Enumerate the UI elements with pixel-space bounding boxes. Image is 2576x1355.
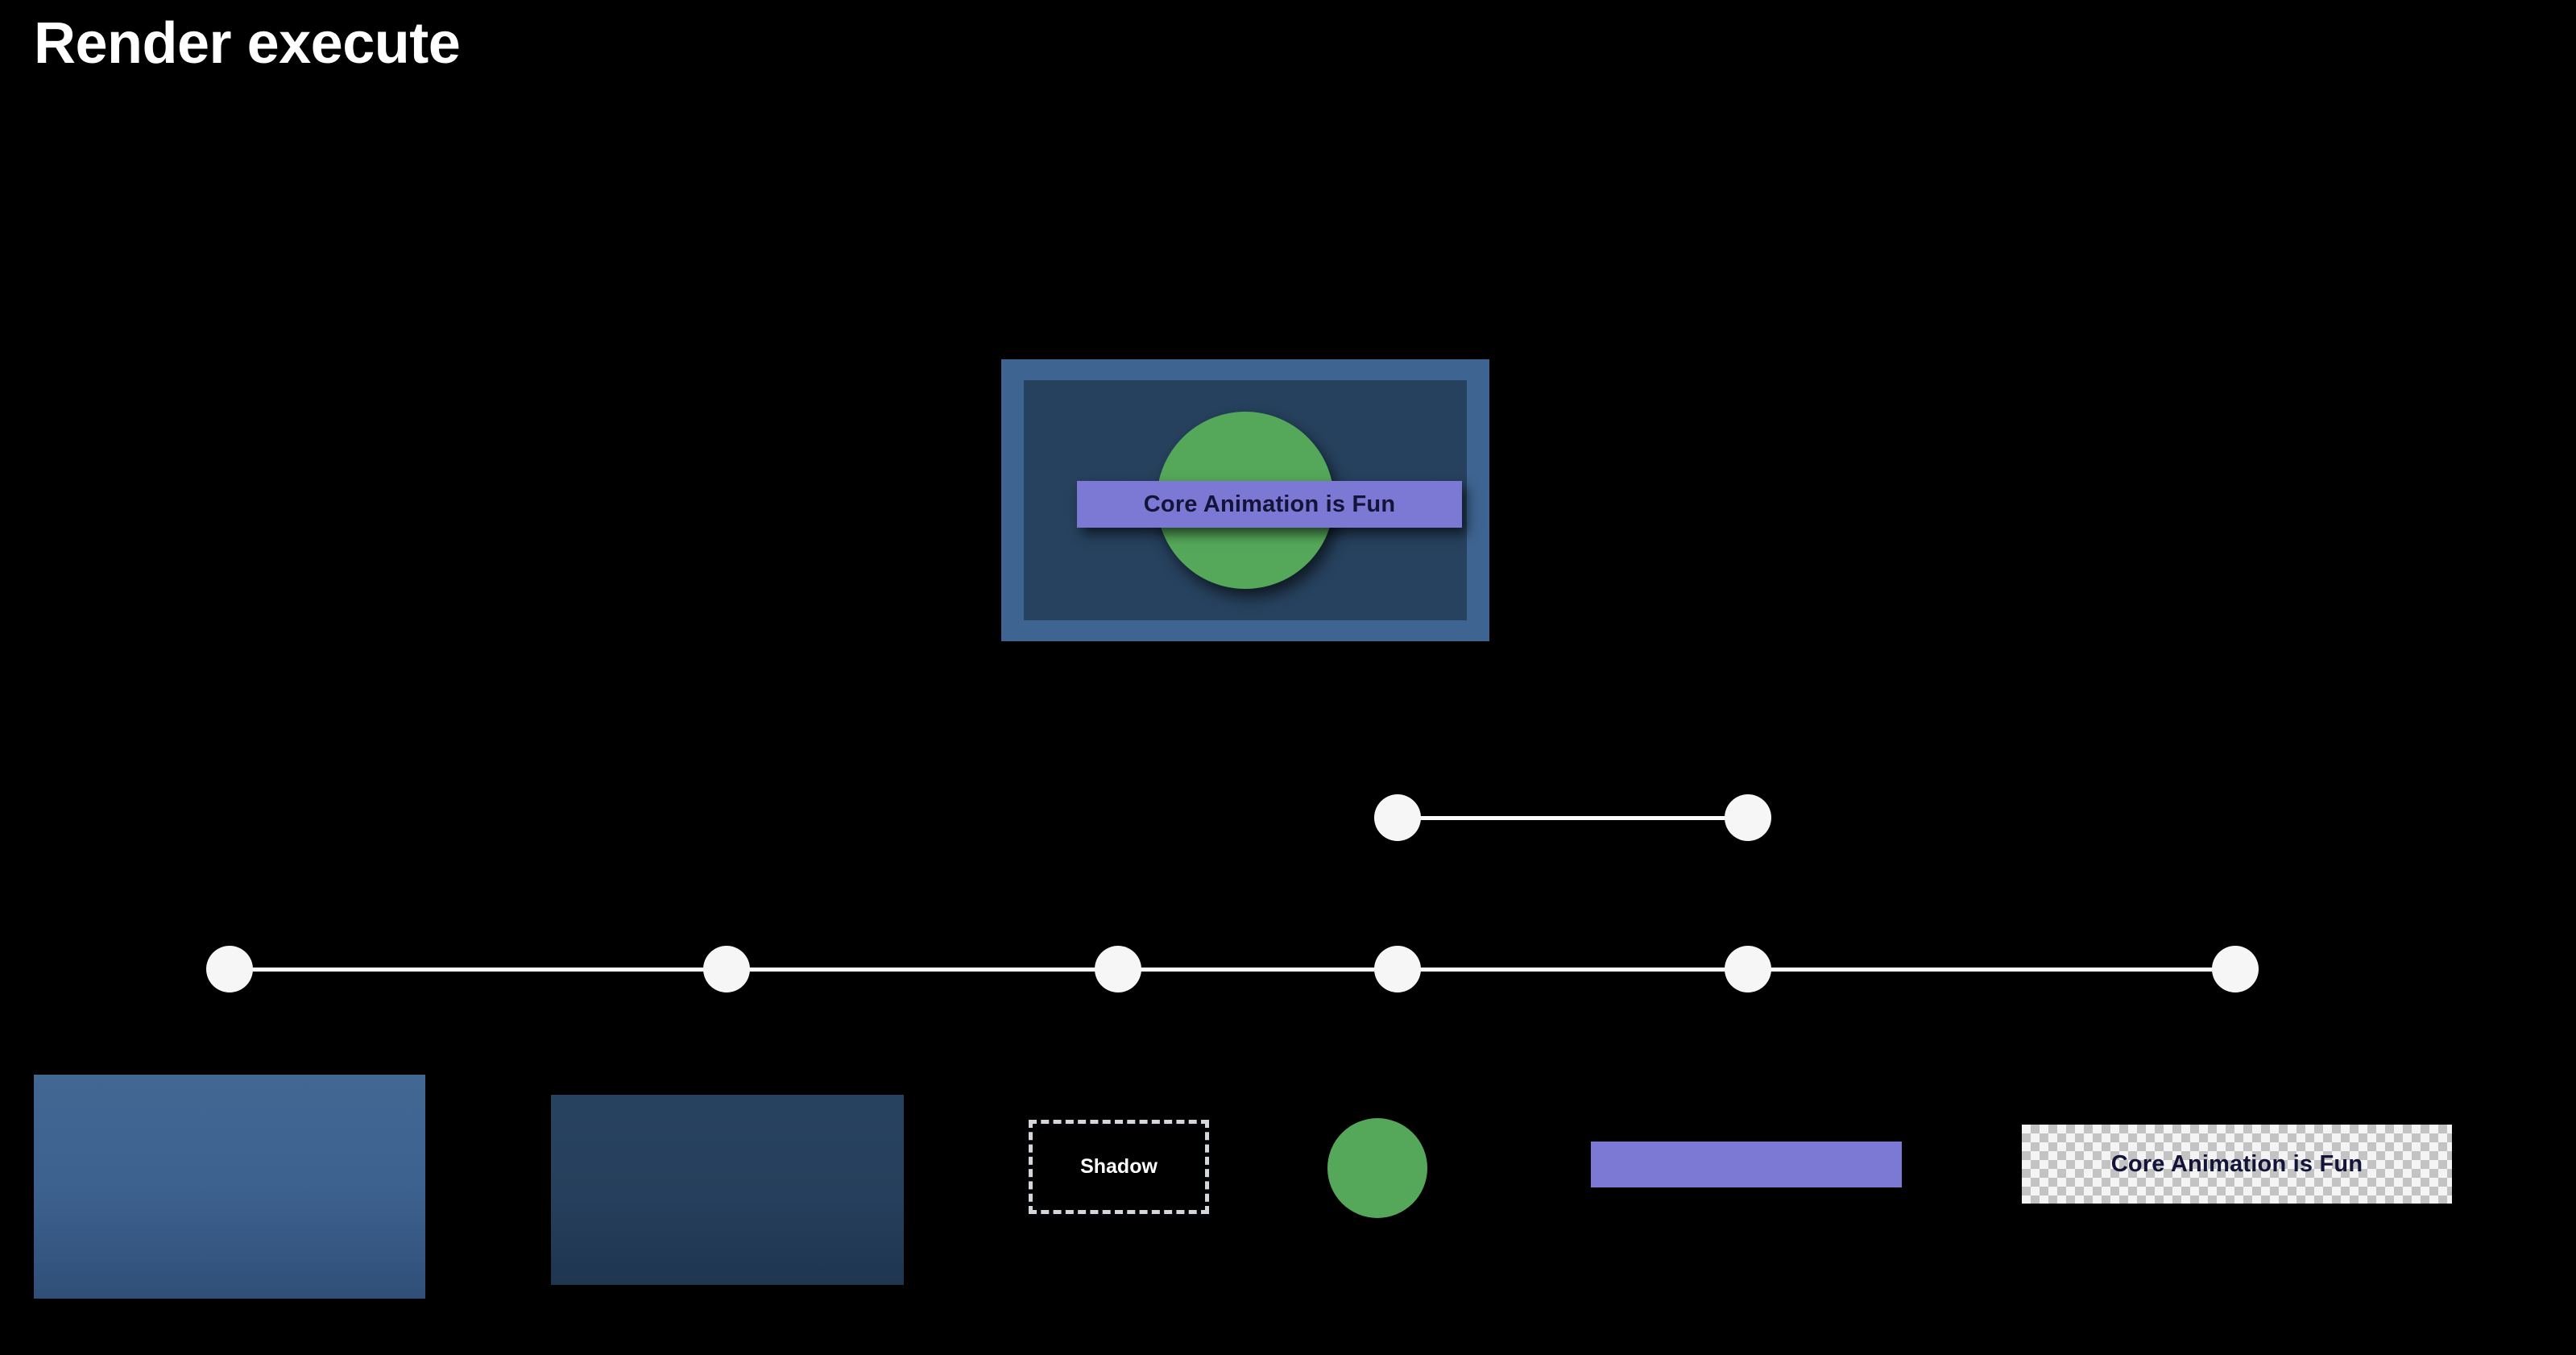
- layer-circle-shape[interactable]: [1327, 1118, 1427, 1218]
- node-chain-upper: [0, 794, 2576, 841]
- chain-node[interactable]: [1725, 946, 1771, 992]
- card-label-text: Core Animation is Fun: [1143, 491, 1396, 517]
- chain-node[interactable]: [2212, 946, 2259, 992]
- chain-node[interactable]: [1374, 946, 1421, 992]
- chain-connector-line: [230, 968, 727, 972]
- layer-text-tile[interactable]: Core Animation is Fun: [2022, 1125, 2452, 1204]
- page-title: Render execute: [34, 11, 461, 76]
- composited-card: Core Animation is Fun: [1001, 359, 1489, 641]
- layer-strip: Shadow Core Animation is Fun: [0, 1063, 2576, 1355]
- layer-backdrop-rect[interactable]: [34, 1075, 425, 1299]
- chain-node[interactable]: [1095, 946, 1141, 992]
- node-chain-lower: [0, 946, 2576, 992]
- layer-shadow-box[interactable]: Shadow: [1029, 1120, 1209, 1214]
- layer-shadow-label: Shadow: [1080, 1155, 1158, 1178]
- chain-connector-line: [1398, 816, 1748, 820]
- chain-node[interactable]: [1374, 794, 1421, 841]
- chain-connector-line: [727, 968, 1118, 972]
- chain-node[interactable]: [703, 946, 750, 992]
- chain-node[interactable]: [1725, 794, 1771, 841]
- layer-bar-rect[interactable]: [1591, 1142, 1902, 1187]
- layer-panel-rect[interactable]: [551, 1095, 904, 1285]
- chain-connector-line: [1398, 968, 1748, 972]
- layer-text-tile-label: Core Animation is Fun: [2110, 1150, 2363, 1177]
- chain-node[interactable]: [206, 946, 253, 992]
- chain-connector-line: [1118, 968, 1398, 972]
- card-label-bar: Core Animation is Fun: [1077, 481, 1462, 528]
- card-inner-panel: Core Animation is Fun: [1024, 380, 1467, 620]
- chain-connector-line: [1748, 968, 2235, 972]
